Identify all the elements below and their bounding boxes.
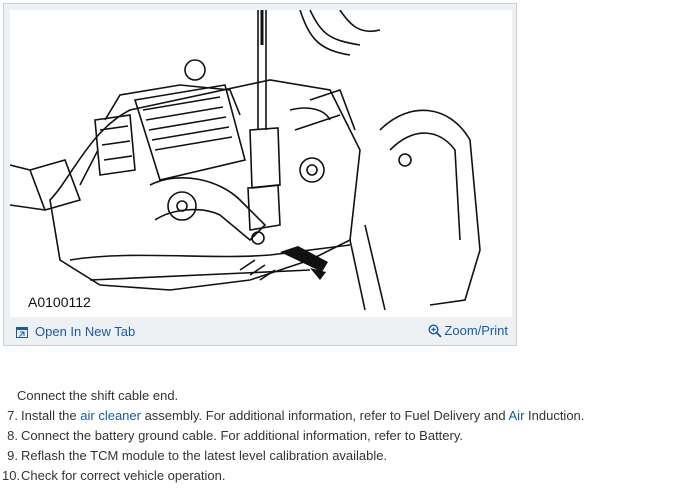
- step-text: Connect the battery ground cable. For ad…: [21, 428, 463, 443]
- diagram-image[interactable]: A0100112: [10, 10, 512, 317]
- figure-toolbar: Open In New Tab Zoom/Print: [10, 320, 512, 344]
- air-link[interactable]: Air: [508, 408, 525, 423]
- figure-id-label: A0100112: [28, 294, 91, 310]
- step-number: 8.: [7, 428, 18, 443]
- step-text: Install the air cleaner assembly. For ad…: [21, 406, 584, 426]
- open-in-new-tab-link[interactable]: Open In New Tab: [16, 324, 135, 339]
- figure-panel: A0100112 Open In New Tab Zoom/Print: [3, 3, 517, 346]
- step-number: 7.: [7, 408, 18, 423]
- step-number: 10.: [2, 468, 21, 483]
- shift-cable-line-drawing: [10, 10, 481, 311]
- zoom-print-link[interactable]: Zoom/Print: [428, 323, 508, 338]
- air-cleaner-link[interactable]: air cleaner: [80, 408, 141, 423]
- step-number: 9.: [7, 448, 18, 463]
- open-new-tab-icon: [16, 326, 28, 338]
- step-text-part: Induction.: [524, 408, 585, 423]
- open-in-new-tab-label: Open In New Tab: [35, 324, 136, 339]
- step-text-part: assembly. For additional information, re…: [140, 408, 509, 423]
- zoom-print-label: Zoom/Print: [444, 323, 508, 338]
- step-text-part: Install the: [21, 408, 81, 423]
- magnifier-icon: [428, 323, 443, 338]
- step-text: Reflash the TCM module to the latest lev…: [21, 448, 388, 463]
- step-text: Connect the shift cable end.: [17, 388, 179, 403]
- step-text: Check for correct vehicle operation.: [21, 468, 226, 483]
